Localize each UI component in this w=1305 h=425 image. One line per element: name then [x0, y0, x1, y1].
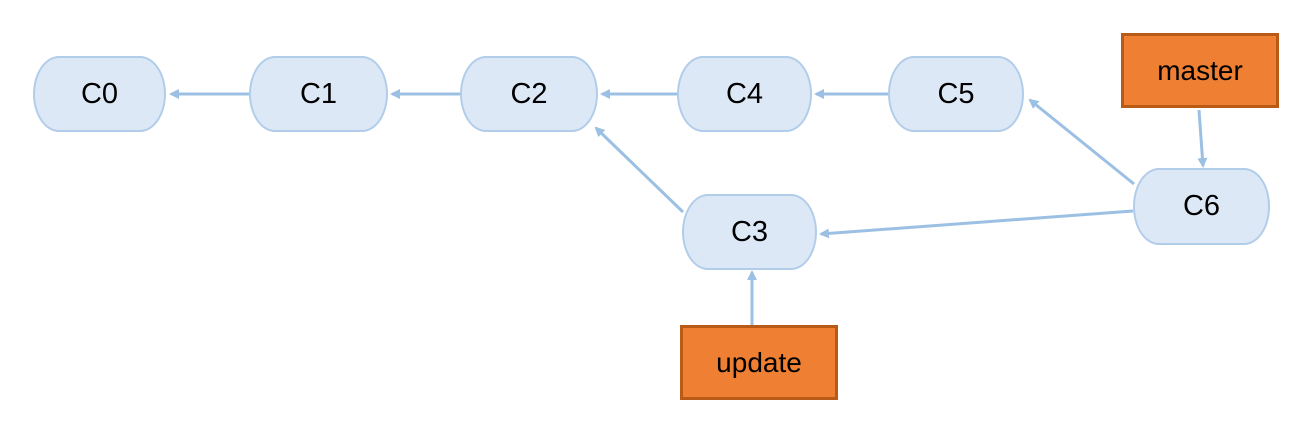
commit-label-c2: C2 — [510, 77, 548, 110]
commit-node-c2: C2 — [460, 56, 598, 132]
commit-label-c0: C0 — [80, 77, 119, 110]
commit-label-c6: C6 — [1182, 190, 1221, 222]
commit-node-c6: C6 — [1133, 168, 1270, 245]
commit-node-c1: C1 — [249, 56, 388, 132]
edge-c6-to-c5 — [1028, 98, 1135, 186]
commit-label-c4: C4 — [725, 77, 764, 110]
commit-node-c4: C4 — [677, 56, 812, 132]
commit-label-c5: C5 — [937, 77, 975, 110]
branch-label-update: update — [680, 325, 838, 400]
commit-node-c0: C0 — [33, 56, 166, 132]
commit-node-c5: C5 — [888, 56, 1024, 132]
commit-label-c3: C3 — [730, 215, 769, 248]
commit-label-c1: C1 — [299, 77, 338, 110]
branch-name-update: update — [716, 346, 802, 378]
edge-c6-to-c3 — [819, 209, 1134, 239]
commit-node-c3: C3 — [682, 194, 817, 270]
branch-label-master: master — [1121, 33, 1279, 108]
edge-c3-to-c2 — [594, 126, 685, 214]
branch-name-master: master — [1157, 54, 1243, 86]
edge-master-to-c6 — [1197, 109, 1208, 168]
